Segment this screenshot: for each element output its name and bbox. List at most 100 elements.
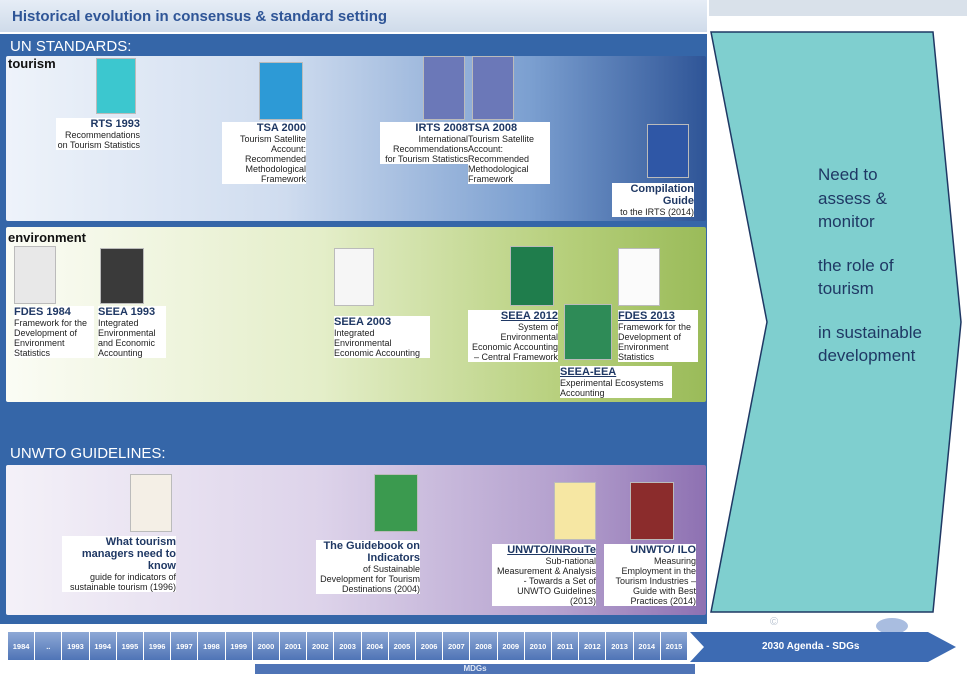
seea-1993-desc: Integrated Environmental and Economic Ac… [98,318,156,358]
fdes-1984-desc: Framework for the Development of Environ… [14,318,88,358]
guidebook-indicators-desc: of Sustainable Development for Tourism D… [320,564,420,594]
irts-2008-card: IRTS 2008 International Recommendations … [380,122,468,164]
seea-2012-title: SEEA 2012 [500,310,558,322]
inroute-title: UNWTO/INRouTe [507,544,596,556]
irts-2008-title: IRTS 2008 [415,122,468,134]
tsa-2000-title: TSA 2000 [256,122,306,134]
seea-2003-cover [334,248,374,306]
page-title: Historical evolution in consensus & stan… [12,8,388,25]
need-line-3: in sustainable development [818,322,922,366]
tsa-2008-desc: Tourism Satellite Account: Recommended M… [468,134,535,184]
unwto-ilo-title: UNWTO/ ILO [630,544,696,556]
timeline-year: 1993 [62,632,90,660]
fdes-1984-cover [14,246,56,304]
timeline-year: 2011 [552,632,580,660]
seea-eea-cover [564,304,612,360]
what-tourism-managers-desc: guide for indicators of sustainable tour… [69,572,176,592]
top-right-strip [709,0,967,16]
inroute-cover [554,482,596,540]
timeline-year: 2014 [633,632,661,660]
rts-1993-card: RTS 1993 Recommendations on Tourism Stat… [56,118,140,150]
agenda-arrow [690,632,956,662]
seea-2003-desc: Integrated Environmental Economic Accoun… [334,328,421,358]
timeline-year: 1996 [144,632,172,660]
mdgs-label: MDGs [463,664,487,673]
timeline-year: 2013 [606,632,634,660]
fdes-1984-title: FDES 1984 [14,306,71,318]
fdes-2013-card: FDES 2013 Framework for the Development … [618,310,698,362]
seea-2012-card: SEEA 2012 System of Environmental Econom… [468,310,558,362]
timeline-year: 1994 [89,632,117,660]
guidebook-indicators-card: The Guidebook on Indicators of Sustainab… [316,540,420,594]
timeline-year: 2006 [416,632,444,660]
rts-1993-title: RTS 1993 [90,118,140,130]
need-line-1: Need to assess & monitor [818,165,887,231]
what-tourism-managers-card: What tourism managers need to know guide… [62,536,176,592]
seea-2003-card: SEEA 2003 Integrated Environmental Econo… [334,316,430,358]
seea-1993-cover [100,248,144,304]
timeline-year: 1995 [116,632,145,660]
fdes-2013-cover [618,248,660,306]
seea-2003-title: SEEA 2003 [334,316,392,328]
tsa-2000-cover [259,62,303,120]
timeline-year: 2012 [579,632,607,660]
rts-1993-cover [96,58,136,114]
timeline-year: 1997 [171,632,199,660]
irts-2008-desc: International Recommendations for Touris… [385,134,468,164]
rts-1993-desc: Recommendations on Tourism Statistics [57,130,140,150]
mdgs-bar: MDGs [255,664,695,674]
timeline-year: 2015 [660,632,689,660]
timeline-year: 2008 [470,632,498,660]
unwto-guidelines-label: UNWTO GUIDELINES: [10,445,166,462]
compilation-guide-title: Compilation Guide [630,183,694,207]
un-standards-label: UN STANDARDS: [10,38,132,55]
seea-eea-title: SEEA-EEA [560,366,617,378]
tsa-2008-title: TSA 2008 [468,122,518,134]
fdes-2013-desc: Framework for the Development of Environ… [618,322,692,362]
timeline-year: 1999 [225,632,253,660]
unwto-ilo-card: UNWTO/ ILO Measuring Employment in the T… [604,544,696,606]
guidebook-indicators-title: The Guidebook on Indicators [323,540,420,564]
compilation-guide-cover [647,124,689,178]
tsa-2008-cover [472,56,514,120]
tourism-band-label: tourism [8,56,56,71]
what-tourism-managers-cover [130,474,172,532]
seea-eea-card: SEEA-EEA Experimental Ecosystems Account… [560,366,672,398]
compilation-guide-card: Compilation Guide to the IRTS (2014) [612,183,694,217]
seea-1993-card: SEEA 1993 Integrated Environmental and E… [98,306,166,358]
watermark-text: © [770,616,779,628]
timeline-year: .. [35,632,63,660]
chevron-arrow [710,31,962,613]
timeline-year: 2000 [252,632,281,660]
need-line-2: the role of tourism [818,255,894,299]
seea-1993-title: SEEA 1993 [98,306,156,318]
fdes-2013-title: FDES 2013 [618,310,675,322]
timeline-year: 2010 [524,632,553,660]
seea-2012-cover [510,246,554,306]
timeline-year: 2004 [361,632,389,660]
seea-2012-desc: System of Environmental Economic Account… [471,322,558,362]
agenda-label: 2030 Agenda - SDGs [762,641,860,652]
timeline-year: 2002 [307,632,335,660]
timeline-year: 1998 [198,632,226,660]
timeline-year: 2001 [280,632,308,660]
tsa-2000-desc: Tourism Satellite Account: Recommended M… [239,134,306,184]
fdes-1984-card: FDES 1984 Framework for the Development … [14,306,94,358]
what-tourism-managers-title: What tourism managers need to know [81,536,176,572]
timeline-year: 2005 [388,632,417,660]
timeline-year: 2003 [334,632,362,660]
need-text-box: Need to assess & monitor the role of tou… [818,163,928,368]
irts-2008-cover [423,56,465,120]
unwto-ilo-desc: Measuring Employment in the Tourism Indu… [615,556,696,606]
inroute-card: UNWTO/INRouTe Sub-national Measurement &… [492,544,596,606]
title-bar: Historical evolution in consensus & stan… [0,0,707,34]
guidebook-indicators-cover [374,474,418,532]
timeline-year: 2009 [497,632,525,660]
unwto-ilo-cover [630,482,674,540]
seea-eea-desc: Experimental Ecosystems Accounting [560,378,664,398]
environment-band-label: environment [8,230,87,245]
tsa-2008-card: TSA 2008 Tourism Satellite Account: Reco… [468,122,550,184]
timeline-year: 2007 [443,632,471,660]
tsa-2000-card: TSA 2000 Tourism Satellite Account: Reco… [222,122,306,184]
